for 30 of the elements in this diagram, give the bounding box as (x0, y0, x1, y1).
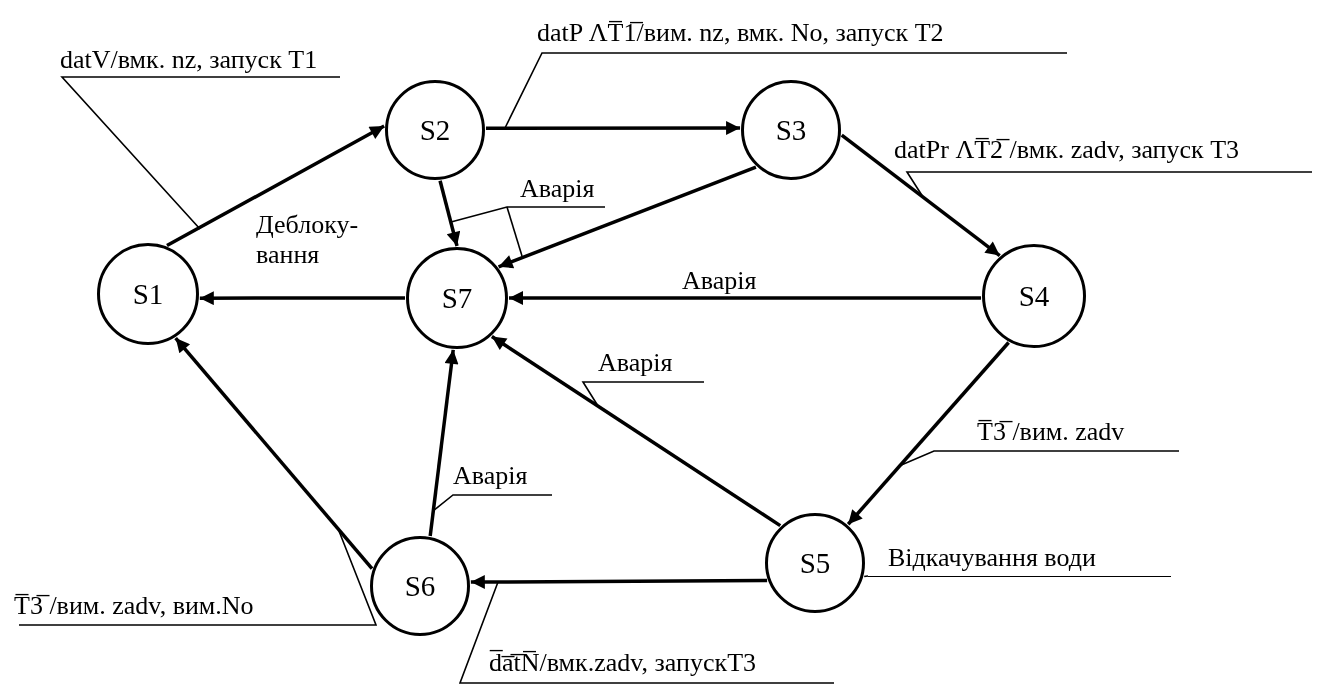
arrow (166, 124, 385, 248)
arrow (470, 575, 768, 589)
state-caption: Відкачування води (868, 540, 1171, 577)
arrow (199, 291, 405, 306)
edge-label: Аварія (598, 348, 673, 378)
state-circle: S7 (406, 247, 508, 349)
arrow (438, 180, 461, 247)
edge-label: Аварія (453, 461, 528, 491)
arrow (490, 335, 782, 528)
state-circle: S3 (741, 80, 841, 180)
state-circle: S2 (385, 80, 485, 180)
edge-label: datP ΛT̅1̅/вим. nz, вмк. No, запуск T2 (537, 18, 944, 48)
state-circle: S4 (982, 244, 1086, 348)
arrow (509, 291, 982, 305)
edge-label: d̅a̅t̅N̅/вмк.zadv, запускT3 (489, 648, 756, 678)
state-circle: S1 (97, 243, 199, 345)
arrow (428, 349, 459, 537)
state-circle: S5 (765, 513, 865, 613)
edge-label: T̅3̅ /вим. zadv (977, 417, 1125, 447)
arrow (497, 165, 757, 269)
arrow (485, 120, 741, 135)
arrow (174, 336, 374, 570)
edge-label: datPr ΛT̅2̅ /вмк. zadv, запуск T3 (894, 135, 1240, 165)
leader-line (863, 575, 869, 578)
state-circle: S6 (370, 536, 470, 636)
arrow (846, 341, 1010, 526)
edge-label: Аварія (520, 174, 595, 204)
edge-label: datV/вмк. nz, запуск T1 (60, 45, 318, 75)
edge-label: T̅3̅ /вим. zadv, вим.No (14, 591, 254, 621)
arrow (840, 133, 1001, 257)
